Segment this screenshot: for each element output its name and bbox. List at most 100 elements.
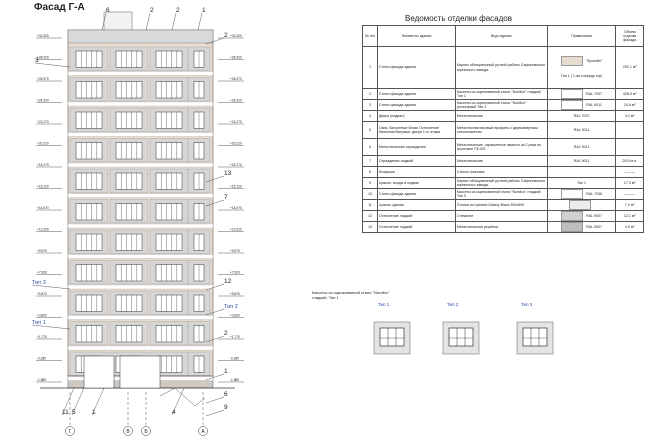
window <box>75 142 103 160</box>
entrance-window <box>119 355 161 389</box>
cell-volume: 29,5 м.п. <box>615 155 644 167</box>
window <box>75 111 103 129</box>
elevation-label: +5,870 <box>37 292 47 296</box>
leader-line <box>205 283 225 291</box>
elevation-label-right: +7,920 <box>230 271 240 275</box>
elevation-label-right: +3,820 <box>230 314 240 318</box>
callout-label: 2 <box>224 330 228 337</box>
cassette-type-card <box>511 320 559 356</box>
cell-n: 13 <box>362 221 378 233</box>
cell-n: 9 <box>362 177 378 189</box>
header-element: Элементы здания <box>376 25 456 47</box>
axis-bubble <box>141 426 151 436</box>
roof-structure <box>103 11 133 31</box>
cell-note: Тип 1 <box>546 177 617 189</box>
window <box>115 294 143 312</box>
elevation-label: +31,500 <box>37 34 49 38</box>
cell-finish: Металлические <box>454 155 548 167</box>
leader-line <box>171 387 185 416</box>
floor-9 <box>67 290 214 320</box>
elevation-label-right: +14,070 <box>230 206 242 210</box>
elevation-label-right: +20,220 <box>230 142 242 146</box>
callout-label: 4 <box>172 409 176 416</box>
leader-line <box>31 324 71 330</box>
elevation-label-right: +9,970 <box>230 249 240 253</box>
callout-label: 13 <box>224 170 232 177</box>
callout-label: Тип 3 <box>32 280 46 286</box>
window <box>115 50 143 68</box>
color-swatch <box>561 89 584 99</box>
leader-line <box>91 387 105 416</box>
floor-6 <box>67 199 214 229</box>
facade-drawing: +31,500+31,500+28,420+28,420+26,370+26,3… <box>31 7 244 436</box>
cell-n: 10 <box>362 188 378 200</box>
callout-label: 1 <box>224 368 228 375</box>
finish-schedule-table: № п/п Элементы здания Вид отделки Примеч… <box>362 25 644 233</box>
window <box>155 142 183 160</box>
leader-line <box>205 373 225 381</box>
elevation-label-right: +18,170 <box>230 163 242 167</box>
callout-label: 11 <box>62 409 69 416</box>
cell-note: RAL 9011 <box>546 121 617 139</box>
cell-finish: Кассеты из оцинкованной стали "Nordtox" … <box>454 188 548 200</box>
cell-volume: 4,2 м² <box>615 110 644 122</box>
cell-element: Двери (подвал) <box>376 110 456 122</box>
window <box>115 233 143 251</box>
slab-band <box>67 284 214 290</box>
leader-line <box>205 409 225 417</box>
type-label: Тип 1 <box>378 302 390 307</box>
axis-label: Г <box>69 429 72 435</box>
cell-n: 11 <box>362 199 378 211</box>
window <box>75 203 103 221</box>
window <box>155 203 183 221</box>
window <box>115 325 143 343</box>
elevation-label: -0,280 <box>37 357 46 361</box>
kassety-note: Кассеты из оцинкованной стали "Nordtox" … <box>312 290 390 300</box>
axis-label: В <box>126 429 130 435</box>
note-text: RAL 9011 <box>573 127 590 132</box>
color-swatch <box>560 56 583 67</box>
cell-element: Козырьки <box>376 166 456 178</box>
cell-volume: 24,6 м² <box>615 99 644 111</box>
cell-finish: Металлические <box>454 110 548 122</box>
cell-finish: Плитка из гранита Galaxy Black 300х600 <box>454 199 548 211</box>
note-text: RAL 9007 <box>586 224 602 229</box>
cassette-type-card <box>368 320 416 356</box>
window <box>115 111 143 129</box>
slab-band <box>67 132 214 137</box>
cell-n: 1 <box>362 46 378 89</box>
slab-band <box>67 162 214 168</box>
cell-element: Стены фасада здания <box>376 188 456 200</box>
window <box>155 81 183 99</box>
axis-label: Б <box>144 429 148 435</box>
color-swatch <box>561 222 584 232</box>
elevation-label-right: +26,370 <box>230 77 242 81</box>
cell-note: RAL 7037 <box>546 110 617 122</box>
elevation-label: +18,170 <box>37 163 49 167</box>
cell-element: Остекление лоджий <box>376 221 456 233</box>
page-title: Фасад Г-А <box>34 2 85 13</box>
floor-2 <box>67 77 214 107</box>
header-finish: Вид отделки <box>454 25 548 47</box>
elevation-label-right: -0,280 <box>230 357 239 361</box>
leader-line <box>205 335 225 343</box>
basement-stair <box>159 387 206 407</box>
cell-note: RAL 9007 <box>546 221 617 233</box>
cell-n: 2 <box>362 88 378 100</box>
cell-note: RAL 7038 <box>546 188 617 200</box>
elevation-marks: +31,500+31,500+28,420+28,420+26,370+26,3… <box>36 34 244 383</box>
slab-band <box>67 315 214 320</box>
color-swatch <box>569 200 592 210</box>
cell-element: Остекление лоджий <box>376 210 456 222</box>
callout-label: 1 <box>92 409 96 416</box>
elevation-label: +7,920 <box>37 271 47 275</box>
elevation-label-right: +24,320 <box>230 99 242 103</box>
note-text: RAL 7037 <box>573 113 590 118</box>
cell-finish: Металлопластиковый профиль с двухкамерны… <box>454 121 548 139</box>
window <box>75 264 103 282</box>
window <box>155 50 183 68</box>
cell-volume: ——— <box>615 188 644 200</box>
